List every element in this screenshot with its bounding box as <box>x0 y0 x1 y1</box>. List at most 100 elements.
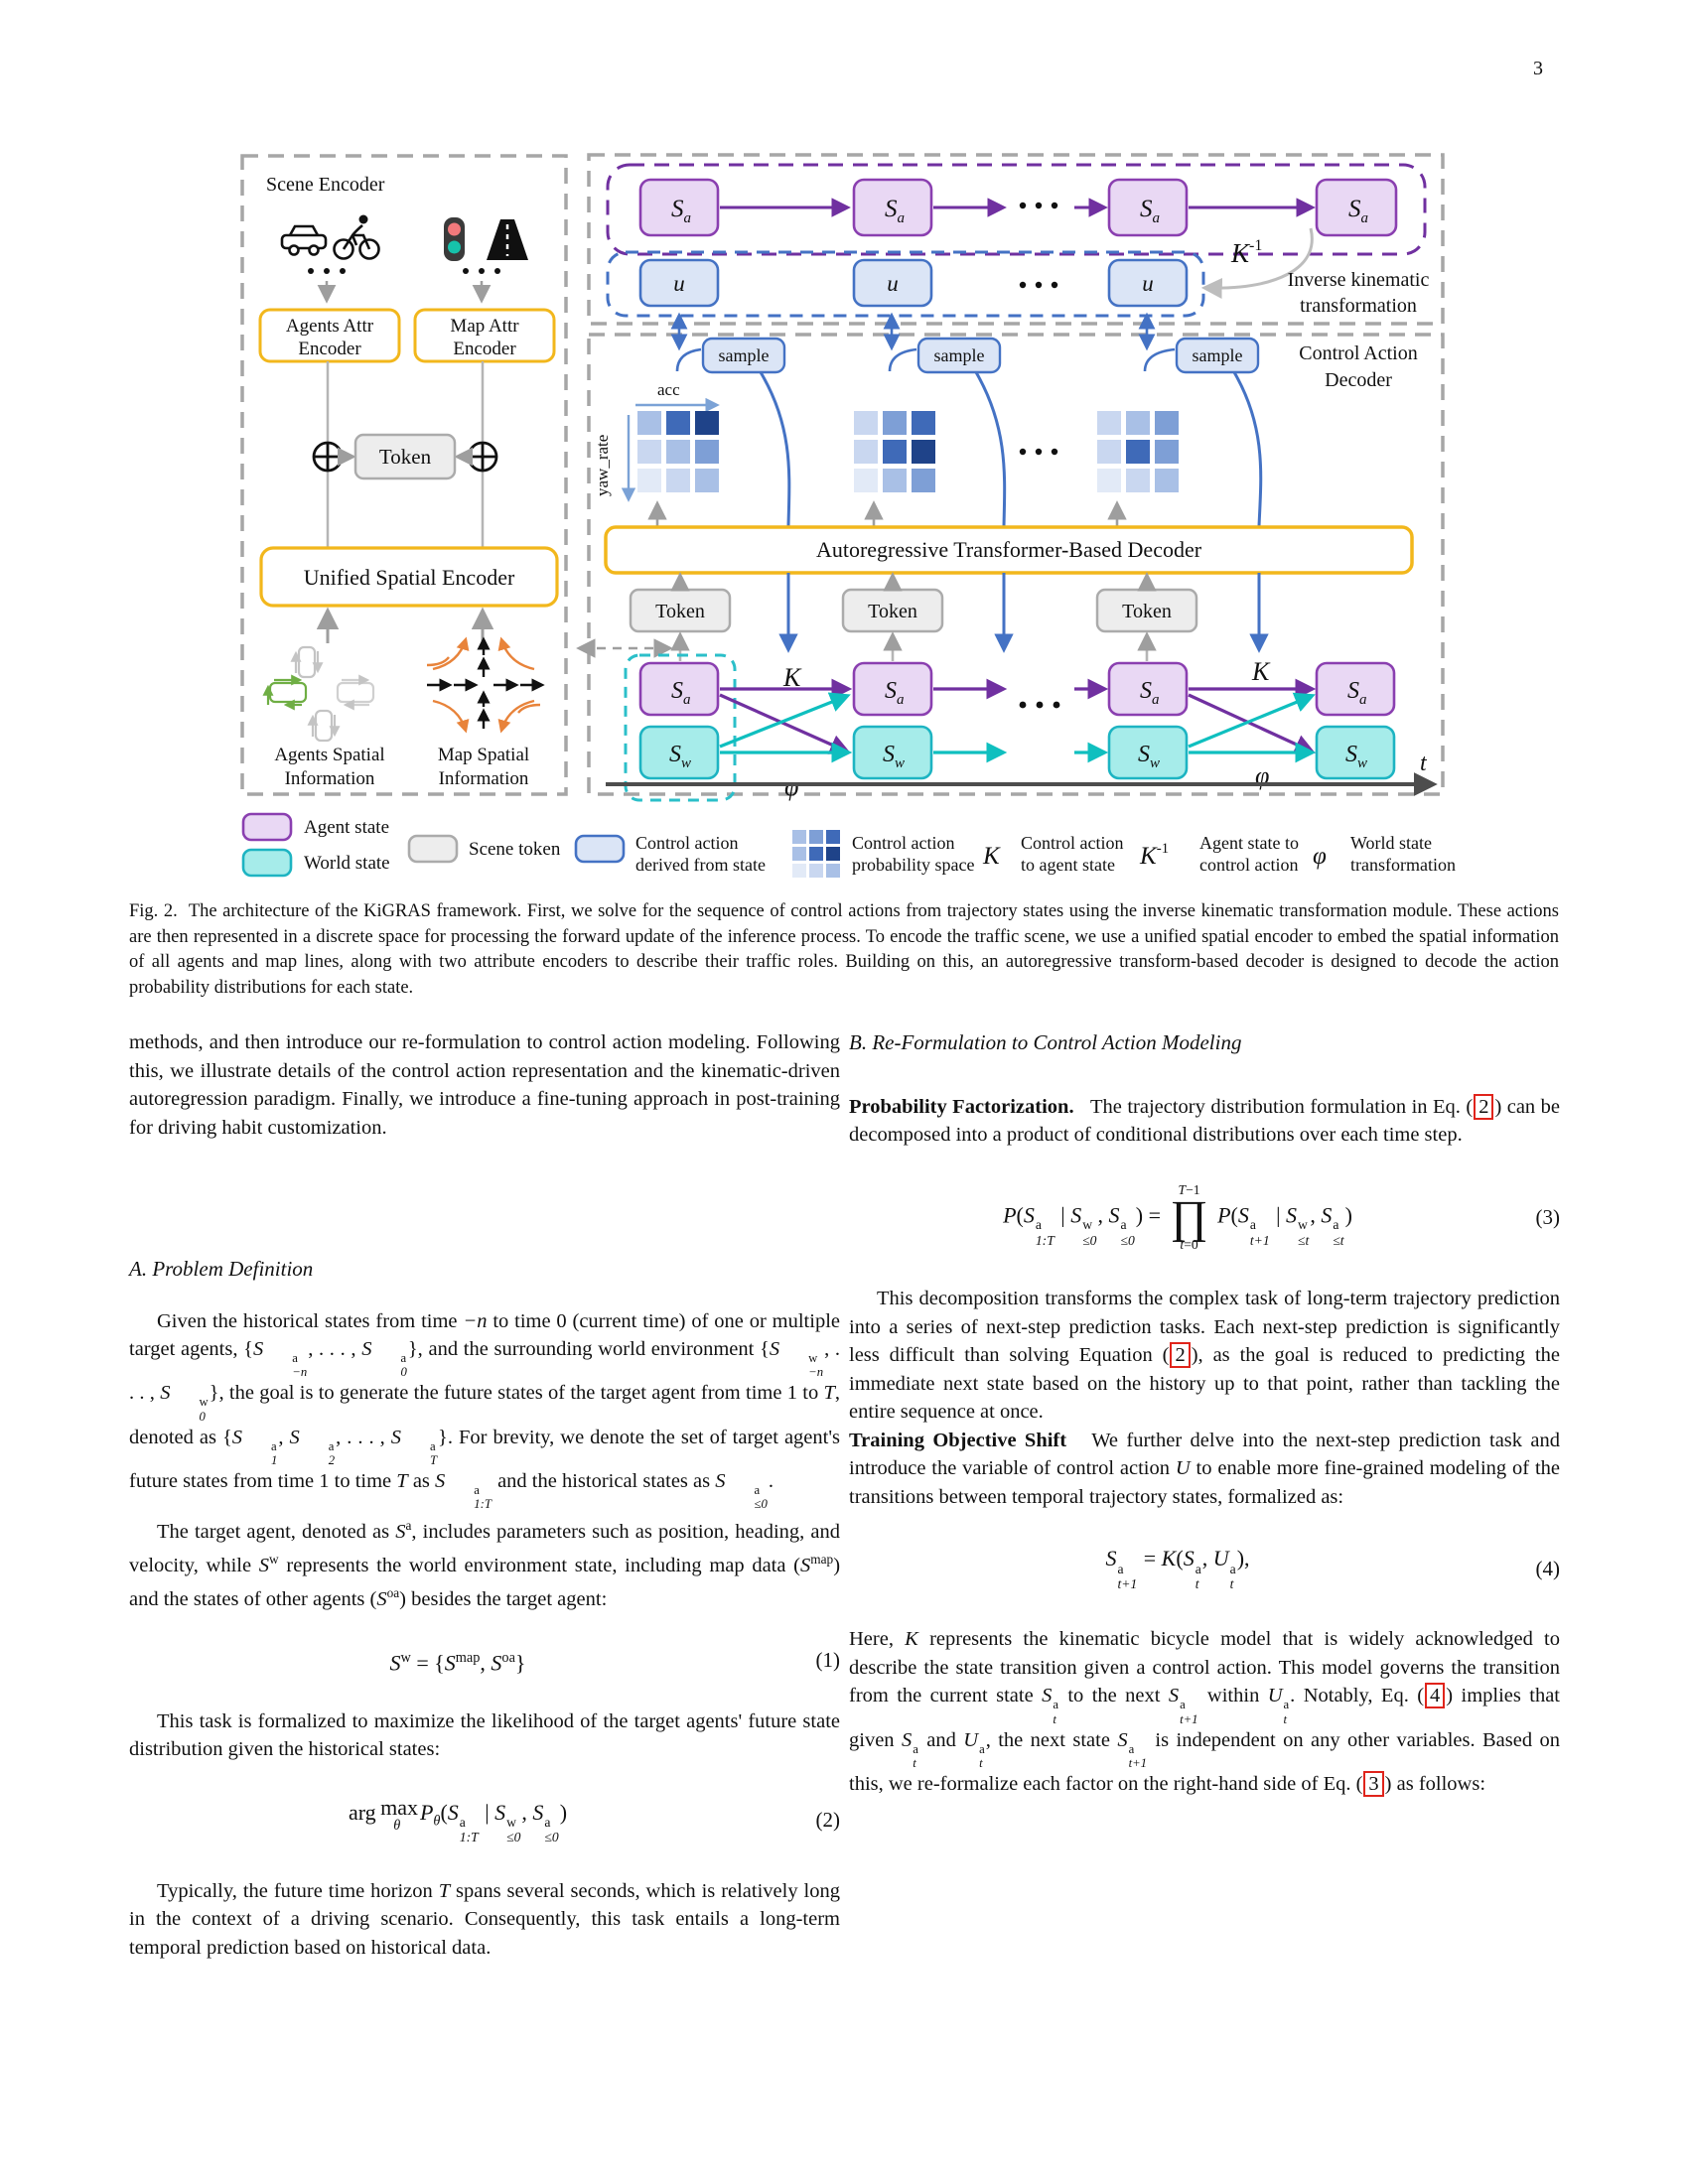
scene-token-label: Token <box>379 445 432 469</box>
control-action-decoder-label-1: Control Action <box>1299 342 1417 364</box>
control-action-decoder-label-2: Decoder <box>1325 369 1392 391</box>
top-row-ellipsis <box>1019 202 1058 209</box>
legend-k-inverse-symbol: K-1 <box>1139 841 1169 870</box>
legend-k-inverse-label-2: control action <box>1199 855 1298 875</box>
figure-legend: Agent state World state Scene token Cont… <box>241 812 1456 878</box>
inverse-kinematic-label-2: transformation <box>1300 295 1417 317</box>
map-ellipsis-dots <box>463 268 500 274</box>
k-symbol: K <box>782 663 802 692</box>
phi-symbol: φ <box>784 772 798 801</box>
right-column: B. Re-Formulation to Control Action Mode… <box>849 1028 1560 1799</box>
equation-4-number: (4) <box>1535 1556 1561 1580</box>
plus-circle-icon-left <box>312 441 344 473</box>
control-action-label: u <box>1142 271 1154 296</box>
traffic-light-icon <box>444 217 465 261</box>
scene-encoder-title: Scene Encoder <box>266 174 385 196</box>
legend-prob-space-label-2: probability space <box>852 855 974 875</box>
sample-label: sample <box>934 345 985 365</box>
road-icon <box>487 219 528 260</box>
agent-state-label: Sa <box>671 678 691 708</box>
scene-encoder-box <box>240 154 568 796</box>
legend-phi-label-2: transformation <box>1350 855 1456 875</box>
agents-attr-encoder-label-2: Encoder <box>298 339 361 359</box>
agent-state-label: Sa <box>885 196 905 226</box>
autoregressive-decoder-label: Autoregressive Transformer-Based Decoder <box>816 537 1202 562</box>
legend-k-symbol: K <box>982 843 1001 870</box>
autoregressive-decoder-box <box>604 525 1414 575</box>
initial-state-group <box>624 653 737 802</box>
time-axis-label: t <box>1420 751 1428 776</box>
eq-ref-2[interactable]: 2 <box>1474 1093 1494 1120</box>
agents-attr-encoder-box <box>258 308 401 363</box>
section-heading-a: A. Problem Definition <box>129 1257 314 1281</box>
equation-2-number: (2) <box>815 1808 841 1833</box>
agent-state-decoder-boxes <box>638 661 1396 717</box>
legend-agent-state-swatch <box>241 812 293 842</box>
inverse-kinematic-box <box>587 153 1445 326</box>
decoder-row-ellipsis <box>1019 701 1060 709</box>
control-action-label: u <box>887 271 899 296</box>
probability-grid-3 <box>1097 411 1179 492</box>
legend-k-inverse-label-1: Agent state to <box>1199 833 1299 853</box>
legend-world-state-swatch <box>241 848 293 878</box>
eq-ref-4[interactable]: 4 <box>1425 1683 1446 1709</box>
agent-state-label: Sa <box>1347 678 1367 708</box>
world-state-label: Sw <box>1345 742 1367 771</box>
left-column: methods, and then introduce our re-formu… <box>129 1028 840 1962</box>
agents-spatial-label-2: Information <box>285 768 375 789</box>
map-attr-encoder-label-2: Encoder <box>453 339 516 359</box>
unified-spatial-encoder-box <box>259 546 559 608</box>
figure-caption: Fig. 2. The architecture of the KiGRAS f… <box>129 901 1559 998</box>
world-state-label: Sw <box>669 742 691 771</box>
agents-spatial-sketch <box>262 645 375 743</box>
token-label: Token <box>655 601 705 622</box>
agents-ellipsis-dots <box>308 268 346 274</box>
k-symbol: K <box>1251 657 1271 686</box>
agent-state-label: Sa <box>1140 196 1160 226</box>
map-attr-encoder-box <box>413 308 556 363</box>
sample-elbow-connectors <box>675 347 1176 372</box>
grid-row-ellipsis <box>1019 448 1058 456</box>
legend-agent-state-label: Agent state <box>304 817 389 838</box>
cyclist-icon <box>333 214 380 260</box>
legend-probability-grid <box>792 830 840 878</box>
sample-label: sample <box>719 345 770 365</box>
agent-state-label: Sa <box>1140 678 1160 708</box>
equation-1: Sw = {Smap, Soa} (1) <box>129 1644 841 1678</box>
token-label: Token <box>868 601 917 622</box>
eq-ref-2b[interactable]: 2 <box>1170 1342 1191 1369</box>
paragraph: Given the historical states from time −n… <box>129 1309 841 1512</box>
agent-state-label: Sa <box>671 196 691 226</box>
agents-attr-encoder-label-1: Agents Attr <box>286 316 374 337</box>
control-action-boxes <box>638 258 1189 308</box>
eq-ref-3[interactable]: 3 <box>1363 1771 1384 1798</box>
paragraph: Training Objective Shift We further delv… <box>849 1429 1560 1508</box>
equation-3-number: (3) <box>1535 1204 1561 1229</box>
legend-control-action-swatch <box>574 834 626 864</box>
legend-scene-token-label: Scene token <box>469 839 561 860</box>
legend-prob-space-label-1: Control action <box>852 833 954 853</box>
inverse-kinematic-label-1: Inverse kinematic <box>1288 269 1430 291</box>
page-number: 3 <box>1533 58 1543 79</box>
token-boxes-row <box>629 588 1198 633</box>
plus-circle-icon-right <box>467 441 498 473</box>
legend-control-action-label-2: derived from state <box>635 855 766 875</box>
sample-down-arrows-lower <box>778 573 1269 653</box>
control-action-decoder-box <box>587 333 1445 796</box>
map-attr-encoder-label-1: Map Attr <box>450 316 519 337</box>
k-inverse-symbol: K-1 <box>1230 237 1262 268</box>
legend-scene-token-swatch <box>407 834 459 864</box>
agent-state-top-boxes <box>638 178 1398 237</box>
legend-phi-symbol: φ <box>1313 843 1327 870</box>
legend-world-state-label: World state <box>304 853 390 874</box>
sample-label: sample <box>1193 345 1243 365</box>
token-label: Token <box>1122 601 1172 622</box>
token-up-arrows <box>670 572 1157 661</box>
legend-phi-label-1: World state <box>1350 833 1432 853</box>
car-icon <box>280 224 328 256</box>
paragraph: The target agent, denoted as Sa, include… <box>129 1517 841 1611</box>
